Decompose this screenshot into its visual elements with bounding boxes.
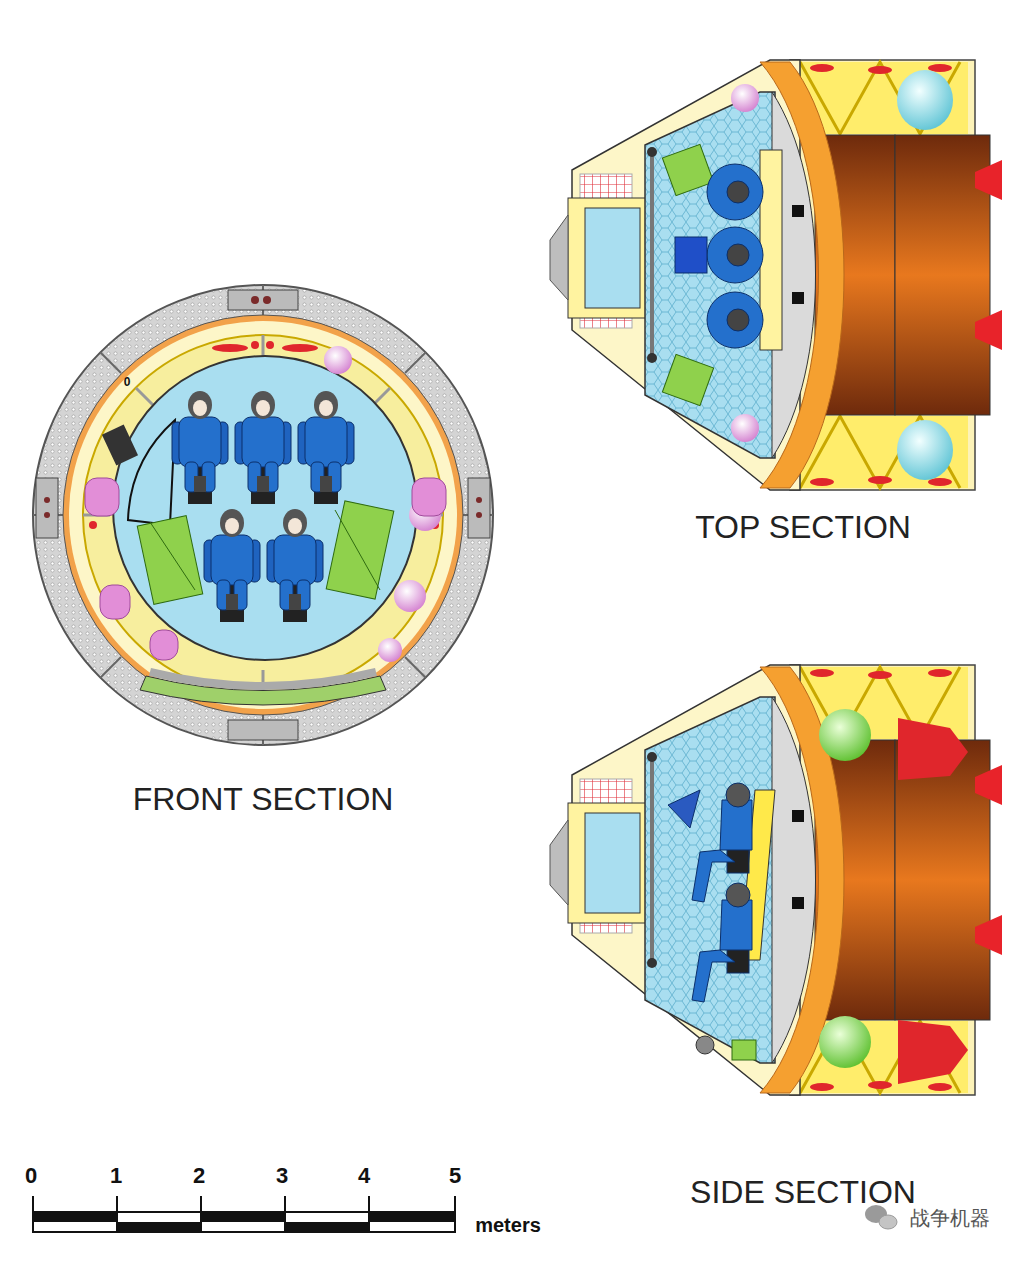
marking-number: 0 [124, 376, 131, 389]
scale-number: 0 [25, 1164, 37, 1188]
view-title: SIDE SECTION [690, 1175, 916, 1210]
scale-number: 1 [110, 1164, 122, 1188]
scale-number: 5 [449, 1164, 461, 1188]
view-title: TOP SECTION [695, 510, 911, 545]
scale-number: 3 [276, 1164, 288, 1188]
scale-number: 2 [193, 1164, 205, 1188]
scale-unit: meters [475, 1214, 541, 1236]
scale-number: 4 [358, 1164, 370, 1188]
view-title: FRONT SECTION [133, 782, 394, 817]
watermark: 战争机器 [910, 1207, 990, 1229]
